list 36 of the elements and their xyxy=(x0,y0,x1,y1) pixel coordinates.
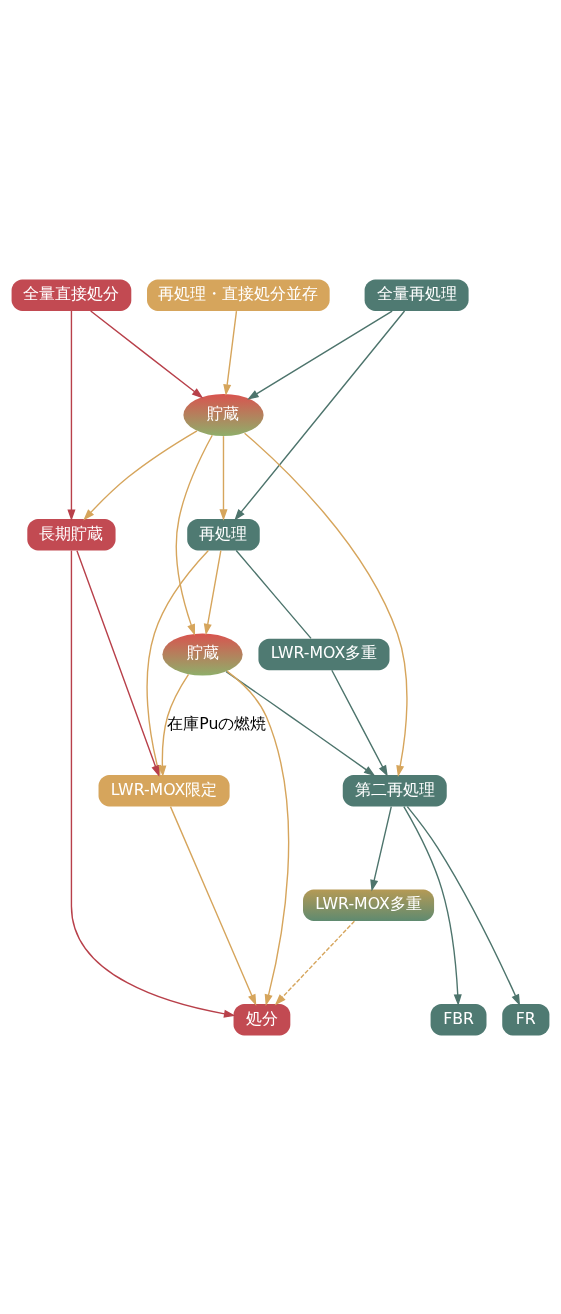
node-ellipse: 貯蔵 xyxy=(162,632,243,675)
arrow xyxy=(234,309,406,521)
node-box: 全量再処理 xyxy=(364,279,469,311)
node-box: 再処理・直接処分並存 xyxy=(147,279,330,311)
node-ellipse: 貯蔵 xyxy=(183,393,264,436)
edge-label: 在庫Puの燃焼 xyxy=(167,713,267,733)
arrow xyxy=(226,669,290,1006)
arrow xyxy=(370,805,392,891)
node-box: 処分 xyxy=(233,1003,291,1035)
node-box: LWR-MOX多重 xyxy=(258,638,390,670)
node-box: FR xyxy=(502,1003,550,1035)
arrow xyxy=(247,309,393,400)
arrow xyxy=(274,919,356,1005)
node-box: 再処理 xyxy=(187,518,260,550)
arrow xyxy=(219,434,228,521)
node-box: 長期貯蔵 xyxy=(27,518,116,550)
node-box: LWR-MOX限定 xyxy=(98,774,230,807)
arrow xyxy=(223,309,238,396)
arrow xyxy=(243,431,408,777)
arrow xyxy=(225,670,376,776)
arrow xyxy=(90,309,204,398)
arrow xyxy=(331,669,388,777)
arrow xyxy=(403,805,462,1006)
arrow xyxy=(158,673,190,777)
node-box: 全量直接処分 xyxy=(11,279,132,311)
node-box: LWR-MOX多重 xyxy=(303,889,435,921)
arrow xyxy=(203,549,222,635)
arrow xyxy=(70,549,236,1018)
node-box: FBR xyxy=(430,1003,487,1035)
arrow xyxy=(175,434,213,636)
arrow xyxy=(67,309,76,521)
connector xyxy=(235,549,312,639)
arrow xyxy=(169,805,257,1006)
node-box: 第二再処理 xyxy=(342,774,447,807)
arrow xyxy=(83,429,198,520)
arrow xyxy=(406,805,521,1006)
